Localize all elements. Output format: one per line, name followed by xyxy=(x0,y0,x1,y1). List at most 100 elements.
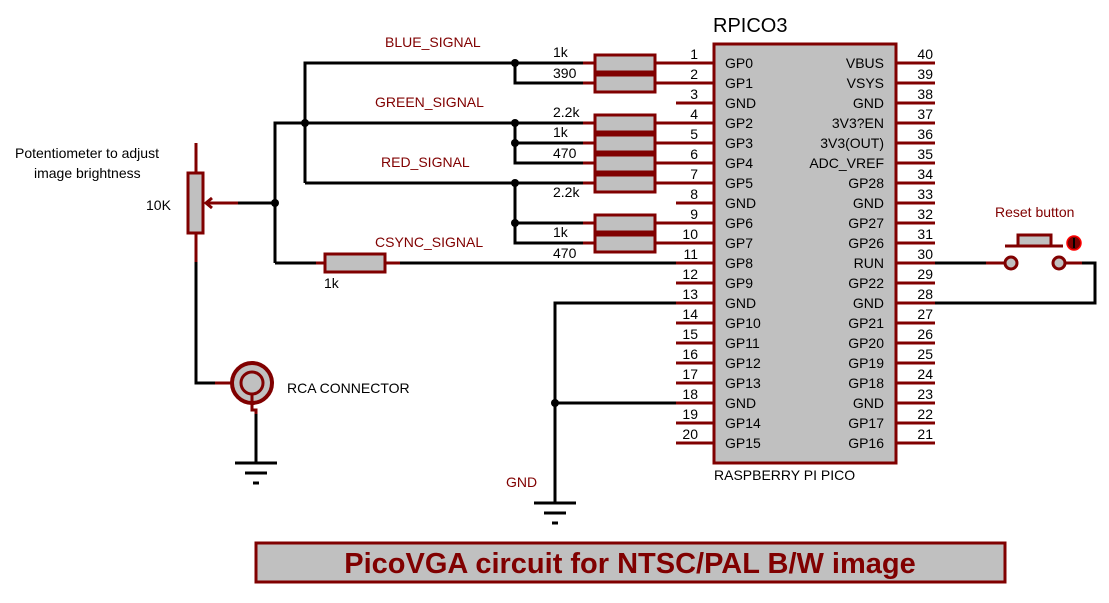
resistor-value: 390 xyxy=(553,65,577,81)
pin-name: GP4 xyxy=(725,155,753,171)
wire-red-branch xyxy=(513,183,595,245)
pin-name: VSYS xyxy=(847,75,884,91)
pin-name: GP22 xyxy=(848,275,884,291)
pin-name: GP13 xyxy=(725,375,761,391)
wire-pot-rca xyxy=(194,262,228,385)
junction-dot xyxy=(511,219,519,227)
pin-name: GP12 xyxy=(725,355,761,371)
ground-icon xyxy=(534,501,576,525)
pin-number: 34 xyxy=(917,166,933,182)
pin-number: 40 xyxy=(917,46,933,62)
reset-button[interactable] xyxy=(986,233,1082,271)
pin-number: 30 xyxy=(917,246,933,262)
pin-number: 39 xyxy=(917,66,933,82)
resistor-value: 470 xyxy=(553,145,577,161)
pin-number: 37 xyxy=(917,106,933,122)
pin-name: 3V3?EN xyxy=(832,115,884,131)
pin-number: 23 xyxy=(917,386,933,402)
pin-number: 31 xyxy=(917,226,933,242)
junction-dot xyxy=(271,199,279,207)
pin-name: GND xyxy=(725,395,756,411)
pin-number: 14 xyxy=(682,306,698,322)
wire-green-bus xyxy=(273,121,595,263)
resistor-gp-pin-10[interactable] xyxy=(583,233,676,254)
wire-reset-gnd xyxy=(935,261,1097,305)
wire-blue-bus xyxy=(303,61,595,183)
junctions xyxy=(271,59,559,407)
resistor-value: 1k xyxy=(553,224,569,240)
pin-name: GP9 xyxy=(725,275,753,291)
pin-name: 3V3(OUT) xyxy=(820,135,884,151)
chip-right-pin-names: VBUSVSYSGND3V3?EN3V3(OUT)ADC_VREFGP28GND… xyxy=(809,55,884,451)
potentiometer-note: image brightness xyxy=(34,165,141,181)
junction-dot xyxy=(511,139,519,147)
pin-name: GND xyxy=(725,95,756,111)
pin-name: GP26 xyxy=(848,235,884,251)
net-label-csync: CSYNC_SIGNAL xyxy=(375,234,483,250)
pin-name: GP21 xyxy=(848,315,884,331)
resistor-gp-pin-4[interactable] xyxy=(583,113,676,134)
pin-name: GND xyxy=(725,195,756,211)
resistor-value: 470 xyxy=(553,245,577,261)
chip-part: RASPBERRY PI PICO xyxy=(714,467,855,483)
junction-dot xyxy=(511,59,519,67)
pin-name: GP3 xyxy=(725,135,753,151)
resistor-gp-pin-6[interactable] xyxy=(583,153,676,174)
net-label-gnd: GND xyxy=(506,474,537,490)
potentiometer[interactable] xyxy=(186,143,238,262)
pin-number: 19 xyxy=(682,406,698,422)
pin-number: 12 xyxy=(682,266,698,282)
page-title: PicoVGA circuit for NTSC/PAL B/W image xyxy=(344,548,916,580)
resistor-csync-value: 1k xyxy=(324,275,340,291)
pin-number: 33 xyxy=(917,186,933,202)
resistor-csync[interactable] xyxy=(316,252,400,274)
resistor-value: 1k xyxy=(553,124,569,140)
resistor-value: 2.2k xyxy=(553,184,580,200)
rca-label: RCA CONNECTOR xyxy=(287,380,410,396)
pin-number: 13 xyxy=(682,286,698,302)
resistor-gp-pin-7[interactable] xyxy=(583,173,676,194)
pin-number: 26 xyxy=(917,326,933,342)
pin-number: 32 xyxy=(917,206,933,222)
pin-number: 29 xyxy=(917,266,933,282)
junction-dot xyxy=(551,399,559,407)
pin-number: 8 xyxy=(690,186,698,202)
reset-indicator-icon xyxy=(1066,235,1082,251)
pin-number: 7 xyxy=(690,166,698,182)
wire-green-branch xyxy=(513,123,595,165)
pin-name: GP16 xyxy=(848,435,884,451)
wiper-arrow-icon xyxy=(203,196,213,210)
pin-number: 36 xyxy=(917,126,933,142)
resistor-gp-pin-2[interactable] xyxy=(583,73,676,94)
resistor-gp-pin-9[interactable] xyxy=(583,213,676,234)
rca-connector[interactable] xyxy=(215,361,274,414)
pin-number: 2 xyxy=(690,66,698,82)
pin-number: 3 xyxy=(690,86,698,102)
pin-name: GND xyxy=(853,295,884,311)
potentiometer-body xyxy=(186,171,205,235)
pin-name: GP27 xyxy=(848,215,884,231)
junction-dot xyxy=(511,179,519,187)
junction-dot xyxy=(301,119,309,127)
pin-number: 10 xyxy=(682,226,698,242)
pin-number: 4 xyxy=(690,106,698,122)
resistor-gp-pin-1[interactable] xyxy=(583,53,676,74)
pin-name: GP15 xyxy=(725,435,761,451)
net-label-green: GREEN_SIGNAL xyxy=(375,94,484,110)
pin-number: 5 xyxy=(690,126,698,142)
pin-name: GP20 xyxy=(848,335,884,351)
pin-number: 35 xyxy=(917,146,933,162)
pin-name: GP2 xyxy=(725,115,753,131)
pin-name: GP6 xyxy=(725,215,753,231)
pin-number: 24 xyxy=(917,366,933,382)
pin-name: GP5 xyxy=(725,175,753,191)
pin-name: RUN xyxy=(854,255,884,271)
resistor-value: 1k xyxy=(553,44,569,60)
net-label-red: RED_SIGNAL xyxy=(381,154,470,170)
resistor-gp-pin-5[interactable] xyxy=(583,133,676,154)
pin-number: 6 xyxy=(690,146,698,162)
